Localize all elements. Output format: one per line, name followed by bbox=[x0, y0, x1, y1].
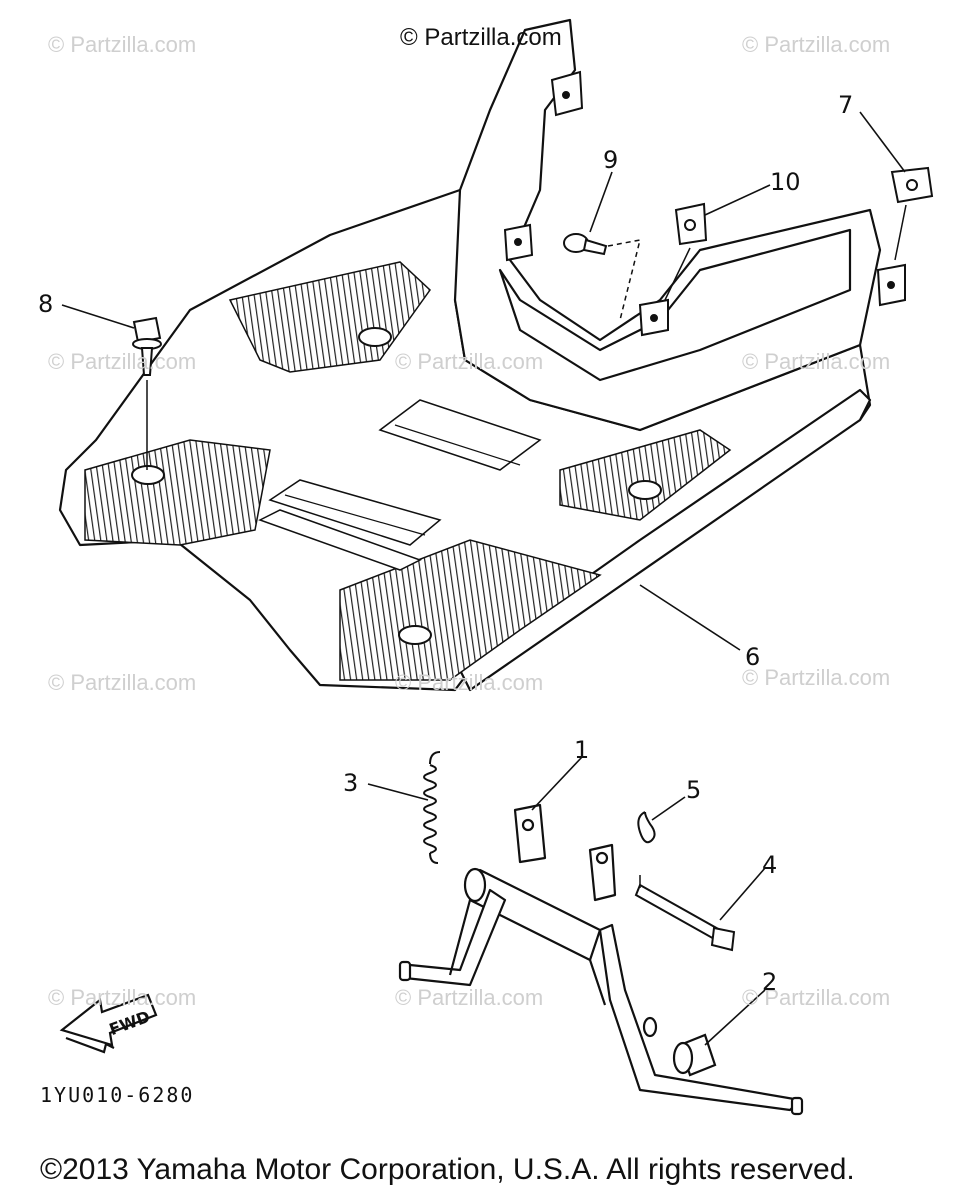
callout-10: 10 bbox=[770, 168, 801, 196]
watermark: © Partzilla.com bbox=[395, 349, 544, 374]
part-5-clip bbox=[637, 811, 656, 844]
watermark: © Partzilla.com bbox=[48, 32, 197, 57]
callout-5: 5 bbox=[686, 776, 702, 804]
callout-7: 7 bbox=[838, 91, 854, 119]
watermark: © Partzilla.com bbox=[742, 32, 891, 57]
leader-lines bbox=[61, 111, 906, 1046]
watermark: © Partzilla.com bbox=[742, 985, 891, 1010]
watermark: © Partzilla.com bbox=[48, 349, 197, 374]
board-holes bbox=[131, 327, 662, 645]
callout-6: 6 bbox=[745, 643, 761, 671]
callout-1: 1 bbox=[574, 736, 590, 764]
watermark: © Partzilla.com bbox=[742, 349, 891, 374]
part-3-spring bbox=[423, 751, 441, 864]
part-7-clip-nut bbox=[890, 166, 934, 261]
watermark: © Partzilla.com bbox=[48, 985, 197, 1010]
watermark: © Partzilla.com bbox=[48, 670, 197, 695]
diagram-code: 1YU010-6280 bbox=[40, 1083, 195, 1107]
callout-8: 8 bbox=[38, 290, 54, 318]
callout-9: 9 bbox=[603, 146, 619, 174]
watermark: © Partzilla.com bbox=[742, 665, 891, 690]
tunnel-brackets bbox=[503, 70, 906, 337]
watermark: © Partzilla.com bbox=[395, 670, 544, 695]
part-2-bush bbox=[672, 1033, 717, 1077]
watermark: © Partzilla.com bbox=[395, 985, 544, 1010]
callout-3: 3 bbox=[343, 769, 359, 797]
copyright-notice: ©2013 Yamaha Motor Corporation, U.S.A. A… bbox=[40, 1153, 855, 1186]
callout-4: 4 bbox=[762, 851, 778, 879]
part-8-bolt bbox=[132, 316, 162, 470]
footrest-mats bbox=[84, 261, 732, 681]
part-1-main-stand bbox=[398, 803, 804, 1116]
watermark-top: © Partzilla.com bbox=[400, 24, 562, 51]
part-10-clip-nut bbox=[664, 202, 708, 301]
callout-2: 2 bbox=[762, 968, 778, 996]
part-4-shaft bbox=[634, 875, 736, 952]
part-9-screw bbox=[563, 233, 642, 321]
